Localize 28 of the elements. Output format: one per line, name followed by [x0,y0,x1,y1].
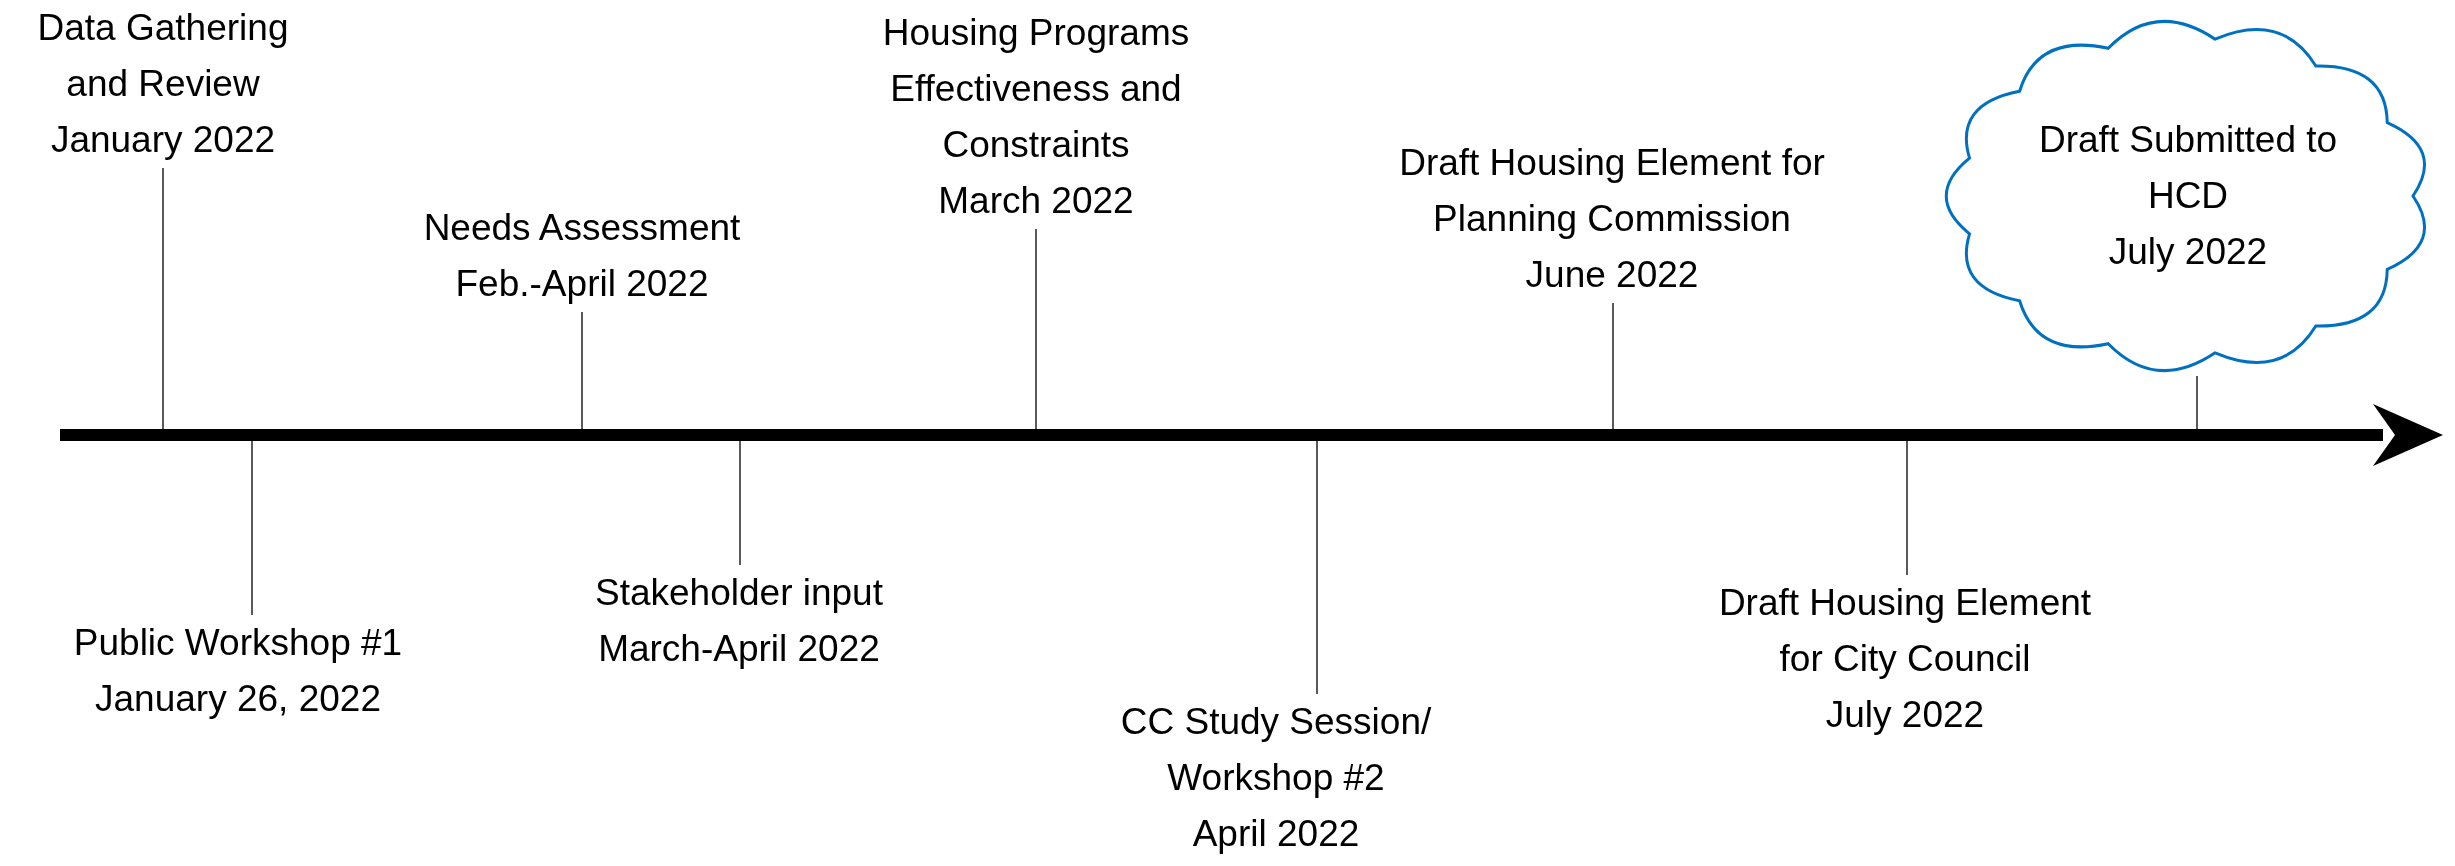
event-date: June 2022 [1525,253,1699,297]
event-title: Housing Programs Effectiveness and Constraints [881,11,1191,167]
timeline-arrow [60,404,2443,466]
event-title: Draft Submitted to HCD [2037,118,2339,218]
event-date: Feb.-April 2022 [455,262,709,306]
leader-line [1612,302,1614,430]
event-date: April 2022 [1192,812,1360,856]
event-title: CC Study Session/ Workshop #2 [1119,700,1433,800]
event-title: Data Gathering and Review [36,6,290,106]
leader-line [1035,228,1037,430]
event-date: March-April 2022 [598,627,880,671]
leader-line [2196,375,2198,430]
leader-line [251,440,253,616]
leader-line [581,311,583,430]
event-date: January 26, 2022 [95,677,381,721]
event-title: Public Workshop #1 [73,621,403,665]
event-title: Stakeholder input [595,571,883,615]
event-title: Draft Housing Element for City Council [1717,581,2093,681]
event-title: Needs Assessment [423,206,741,250]
leader-line [739,440,741,566]
event-date: March 2022 [938,179,1134,223]
event-date: July 2022 [2108,230,2268,274]
leader-line [1316,440,1318,695]
event-date: January 2022 [50,118,276,162]
leader-line [162,167,164,430]
event-date: July 2022 [1825,693,1985,737]
event-title: Draft Housing Element for Planning Commission [1398,141,1826,241]
leader-line [1906,440,1908,576]
